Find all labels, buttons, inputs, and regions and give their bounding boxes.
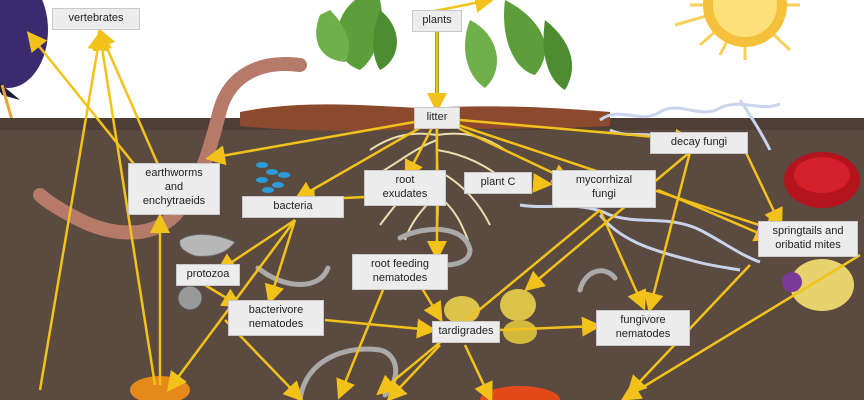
sun-icon xyxy=(674,0,800,60)
springtails-label: springtails and oribatid mites xyxy=(758,221,858,257)
protozoa-icon xyxy=(177,233,236,311)
bacteria-cluster-icon xyxy=(256,162,290,193)
decay-fungi-label: decay fungi xyxy=(650,132,748,154)
protozoa-label: protozoa xyxy=(176,264,240,286)
root-exudates-label: root exudates xyxy=(364,170,446,206)
bacteria-label: bacteria xyxy=(242,196,344,218)
vertebrates-label: vertebrates xyxy=(52,8,140,30)
bird-icon xyxy=(0,0,60,128)
litter-label: litter xyxy=(414,107,460,129)
earthworms-label: earthworms and enchytraeids xyxy=(128,163,220,215)
bacterivore-nematodes-label: bacterivore nematodes xyxy=(228,300,324,336)
plant-c-label: plant C xyxy=(464,172,532,194)
fungivore-nematodes-label: fungivore nematodes xyxy=(596,310,690,346)
tardigrade-icon xyxy=(444,289,537,344)
mite-icon xyxy=(782,152,860,311)
mycorrhizal-fungi-label: mycorrhizal fungi xyxy=(552,170,656,208)
tardigrades-label: tardigrades xyxy=(432,321,500,343)
plants-label: plants xyxy=(412,10,462,32)
root-feeding-nematodes-label: root feeding nematodes xyxy=(352,254,448,290)
